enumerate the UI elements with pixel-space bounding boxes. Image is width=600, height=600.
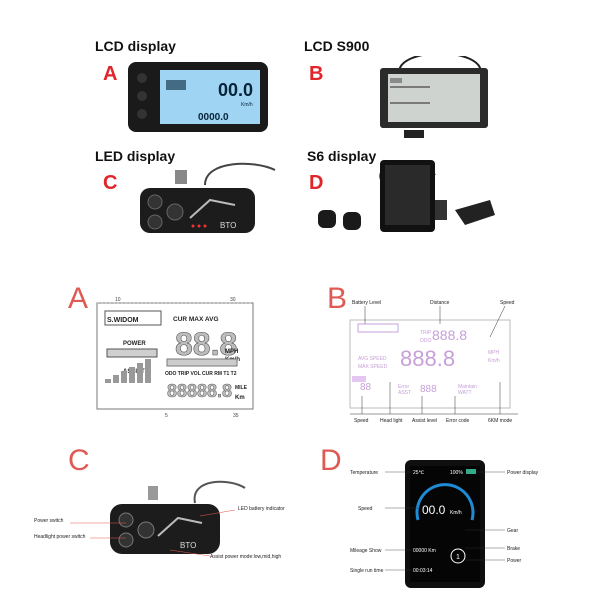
panel-a-lcd-diagram: 10 30 5 35 S.WIDOM CUR MAX AVG 88.8 MPH …: [96, 297, 254, 418]
speed-unit: Km/h: [450, 510, 462, 516]
svg-text:Maintain: Maintain: [458, 384, 477, 390]
svg-text:888.8: 888.8: [432, 327, 467, 343]
s6-display-photo: [318, 160, 495, 232]
mileage-value: 00000 Km: [413, 548, 436, 554]
lcd-display-photo: 00.0 Km/h 0000.0: [128, 62, 268, 132]
letter-b-diagram: B: [327, 282, 348, 315]
mile-label: MILE: [235, 385, 248, 391]
svg-text:Km/h: Km/h: [488, 358, 500, 364]
brand-label: BTO: [180, 541, 196, 550]
power-label: POWER: [123, 341, 146, 347]
lcd-a-speed: 00.0: [218, 80, 253, 100]
label-mileage-show: Mileage Show: [350, 548, 382, 554]
scale-bottom-left: 5: [165, 413, 168, 418]
panel-d-s6-diagram: 25℃ 100% 00.0 Km/h 00000 Km 00:03:14 1 T…: [350, 460, 539, 588]
gear-value: 1: [456, 554, 460, 561]
label-brake: Brake: [507, 546, 520, 552]
svg-text:888.8: 888.8: [400, 346, 455, 371]
lcd-a-unit: Km/h: [241, 102, 253, 108]
label-temperature: Temperature: [350, 470, 378, 476]
svg-text:TRIP: TRIP: [420, 330, 432, 336]
label-gear: Gear: [507, 528, 518, 534]
label-headlight-switch: Headlight power switch: [34, 534, 86, 540]
led-display-title: LED display: [95, 148, 176, 164]
label-led-battery: LED battery indicator: [238, 506, 285, 512]
label-power: Power: [507, 558, 522, 564]
battery-value: 100%: [450, 470, 463, 476]
svg-text:BTO: BTO: [220, 221, 236, 230]
speed-value: 00.0: [422, 503, 446, 517]
lcd-s900-photo: [380, 56, 488, 138]
odo-row-label: ODO TRIP VOL CUR RM T1 T2: [165, 371, 237, 377]
svg-text:ASST: ASST: [398, 390, 411, 396]
svg-text:MAX SPEED: MAX SPEED: [358, 364, 388, 370]
s6-display-title: S6 display: [307, 148, 377, 164]
callout-assist-level: Assist level: [412, 418, 437, 424]
led-display-photo: BTO: [140, 162, 276, 233]
s-widom-label: S.WIDOM: [107, 317, 139, 324]
callout-distance: Distance: [430, 300, 450, 306]
lcd-display-title: LCD display: [95, 38, 176, 54]
callout-error-code: Error code: [446, 418, 470, 424]
letter-d-diagram: D: [320, 444, 342, 477]
lcd-s900-title: LCD S900: [304, 38, 370, 54]
svg-text:Error: Error: [398, 384, 409, 390]
lcd-a-odo: 0000.0: [198, 112, 229, 123]
callout-battery-level: Battery Level: [352, 300, 381, 306]
letter-a-diagram: A: [68, 282, 89, 315]
letter-a-top: A: [103, 63, 118, 85]
svg-text:88: 88: [360, 382, 372, 393]
callout-6km-mode: 6KM mode: [488, 418, 512, 424]
letter-b-top: B: [309, 63, 324, 85]
speed-digits: 88.8: [175, 326, 237, 362]
callout-speed-top: Speed: [500, 300, 515, 306]
temp-value: 25℃: [413, 470, 425, 476]
scale-right: 30: [230, 297, 236, 303]
time-value: 00:03:14: [413, 568, 433, 574]
svg-text:WATT: WATT: [458, 390, 472, 396]
label-power-switch: Power switch: [34, 518, 64, 524]
scale-bottom-right: 35: [233, 413, 239, 418]
panel-c-led-diagram: BTO Power switch Headlight power switch …: [34, 480, 285, 560]
km-label: Km: [235, 395, 245, 401]
letter-d-top: D: [309, 172, 324, 194]
mph-label: MPH: [225, 349, 238, 355]
panel-b-s900-diagram: Battery Level Distance Speed TRIP ODO 88…: [349, 300, 518, 424]
label-power-display: Power display: [507, 470, 539, 476]
svg-text:ODO: ODO: [420, 338, 432, 344]
callout-head-light: Head light: [380, 418, 403, 424]
svg-text:888: 888: [420, 384, 437, 395]
label-speed: Speed: [358, 506, 373, 512]
callout-speed-bottom: Speed: [354, 418, 369, 424]
label-assist-mode: Assist power mode:low,mid,high: [210, 554, 281, 560]
cur-max-avg-label: CUR MAX AVG: [173, 316, 219, 323]
label-single-run-time: Single run time: [350, 568, 384, 574]
letter-c-top: C: [103, 172, 118, 194]
letter-c-diagram: C: [68, 444, 90, 477]
svg-text:AVG SPEED: AVG SPEED: [358, 356, 387, 362]
scale-left: 10: [115, 297, 121, 303]
odo-digits: 88888.8: [167, 381, 232, 401]
svg-text:MPH: MPH: [488, 350, 500, 356]
